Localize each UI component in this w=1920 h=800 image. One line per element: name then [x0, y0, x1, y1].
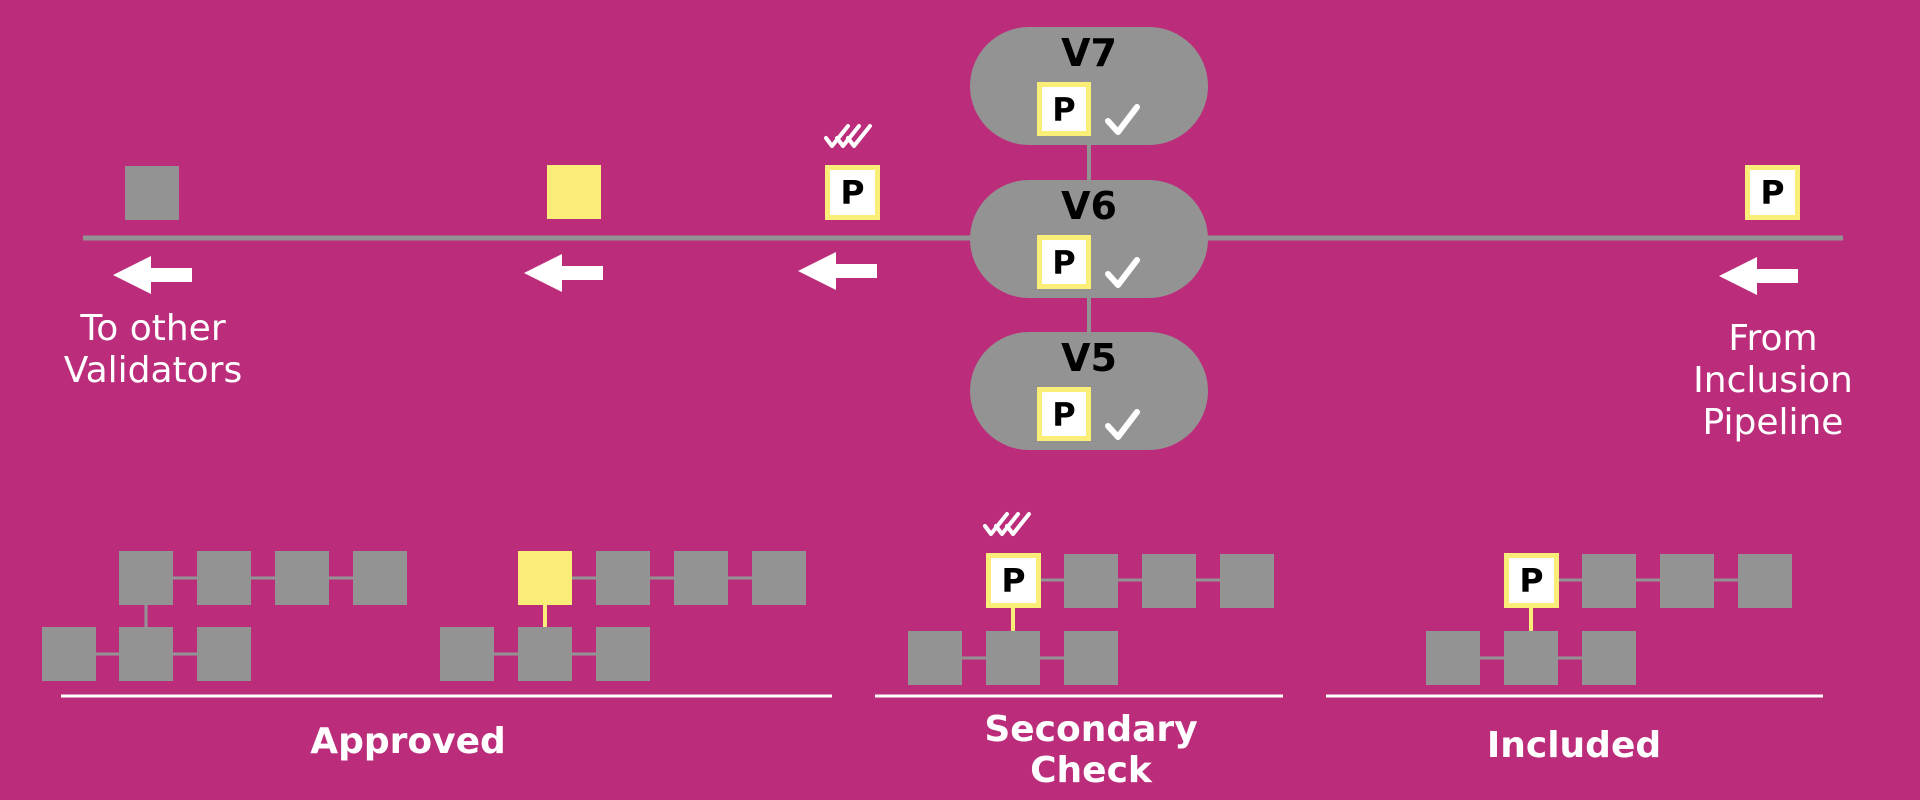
approved-block: [353, 551, 407, 605]
incoming-label-line: Inclusion: [1693, 360, 1853, 401]
blocks: P P P P: [42, 165, 1800, 685]
stage-label-included: Included: [1487, 725, 1661, 766]
secondary-p-block: P: [986, 553, 1041, 608]
p-block-frame: [1037, 235, 1091, 289]
check-mark: [835, 124, 861, 148]
included-block: [1582, 554, 1636, 608]
approved-block: [42, 627, 96, 681]
secondary-block: [986, 631, 1040, 685]
p-block-letter: P: [1760, 173, 1784, 212]
included-block: [1426, 631, 1480, 685]
approved-block: [596, 551, 650, 605]
incoming-label-line: From: [1728, 318, 1817, 359]
check-icon: [1105, 104, 1140, 135]
secondary-block: [1220, 554, 1274, 608]
secondary-block: [908, 631, 962, 685]
validator-v6: V6P: [970, 180, 1208, 298]
validator-p-block: P: [1037, 82, 1091, 136]
stage-label-approved: Approved: [310, 721, 506, 762]
p-block-letter: P: [1052, 90, 1075, 128]
outgoing-label-line: Validators: [64, 350, 243, 391]
check-icon: [1105, 409, 1140, 440]
p-block-frame: [1504, 553, 1559, 608]
arrow-left-icon: [113, 256, 192, 294]
approved-block: [596, 627, 650, 681]
triple-check-icon: [983, 512, 1031, 536]
validator-p-block: P: [1037, 235, 1091, 289]
arrow-left-icon: [1719, 257, 1798, 295]
secondary-block: [1142, 554, 1196, 608]
pipeline-yellow-block: [547, 165, 601, 219]
check-mark: [1005, 512, 1031, 536]
secondary-block: [1064, 554, 1118, 608]
p-block-letter: P: [1052, 395, 1075, 433]
p-block-frame: [986, 553, 1041, 608]
p-block-frame: [1037, 82, 1091, 136]
p-block-frame: [825, 165, 880, 220]
connectors: [61, 140, 1843, 698]
p-block-frame: [1037, 387, 1091, 441]
approved-block: [275, 551, 329, 605]
included-p-block: P: [1504, 553, 1559, 608]
p-block-letter: P: [840, 173, 864, 212]
arrows: [113, 124, 1798, 536]
check-mark: [824, 124, 850, 148]
secondary-block: [1064, 631, 1118, 685]
approved-block: [197, 627, 251, 681]
approved-block: [440, 627, 494, 681]
approved-block: [518, 627, 572, 681]
incoming-label-line: Pipeline: [1703, 402, 1844, 443]
validator-v7: V7P: [970, 27, 1208, 145]
included-block: [1504, 631, 1558, 685]
approved-block: [752, 551, 806, 605]
approved-block: [674, 551, 728, 605]
p-block-letter: P: [1001, 561, 1025, 600]
outgoing-label-line: To other: [79, 308, 225, 349]
p-block-letter: P: [1519, 561, 1543, 600]
check-mark: [994, 512, 1020, 536]
approved-block: [119, 627, 173, 681]
approved-yellow-block: [518, 551, 572, 605]
p-block-letter: P: [1052, 243, 1075, 281]
included-block: [1738, 554, 1792, 608]
validator-label: V7: [1061, 31, 1117, 75]
p-block-frame: [1745, 165, 1800, 220]
check-icon: [1105, 257, 1140, 288]
triple-check-icon: [824, 124, 872, 148]
validator-p-block: P: [1037, 387, 1091, 441]
arrow-left-icon: [524, 254, 603, 292]
approved-block: [197, 551, 251, 605]
validator-v5: V5P: [970, 332, 1208, 450]
validator-label: V6: [1061, 184, 1117, 228]
approved-block: [119, 551, 173, 605]
stage-label-secondary: Check: [1030, 750, 1153, 791]
pipeline-candidate-block: P: [825, 165, 880, 220]
check-mark: [983, 512, 1009, 536]
included-block: [1660, 554, 1714, 608]
pipeline-block: [125, 166, 179, 220]
stage-label-secondary: Secondary: [984, 709, 1197, 750]
validator-label: V5: [1061, 336, 1117, 380]
check-mark: [846, 124, 872, 148]
arrow-left-icon: [798, 252, 877, 290]
incoming-candidate-block: P: [1745, 165, 1800, 220]
included-block: [1582, 631, 1636, 685]
